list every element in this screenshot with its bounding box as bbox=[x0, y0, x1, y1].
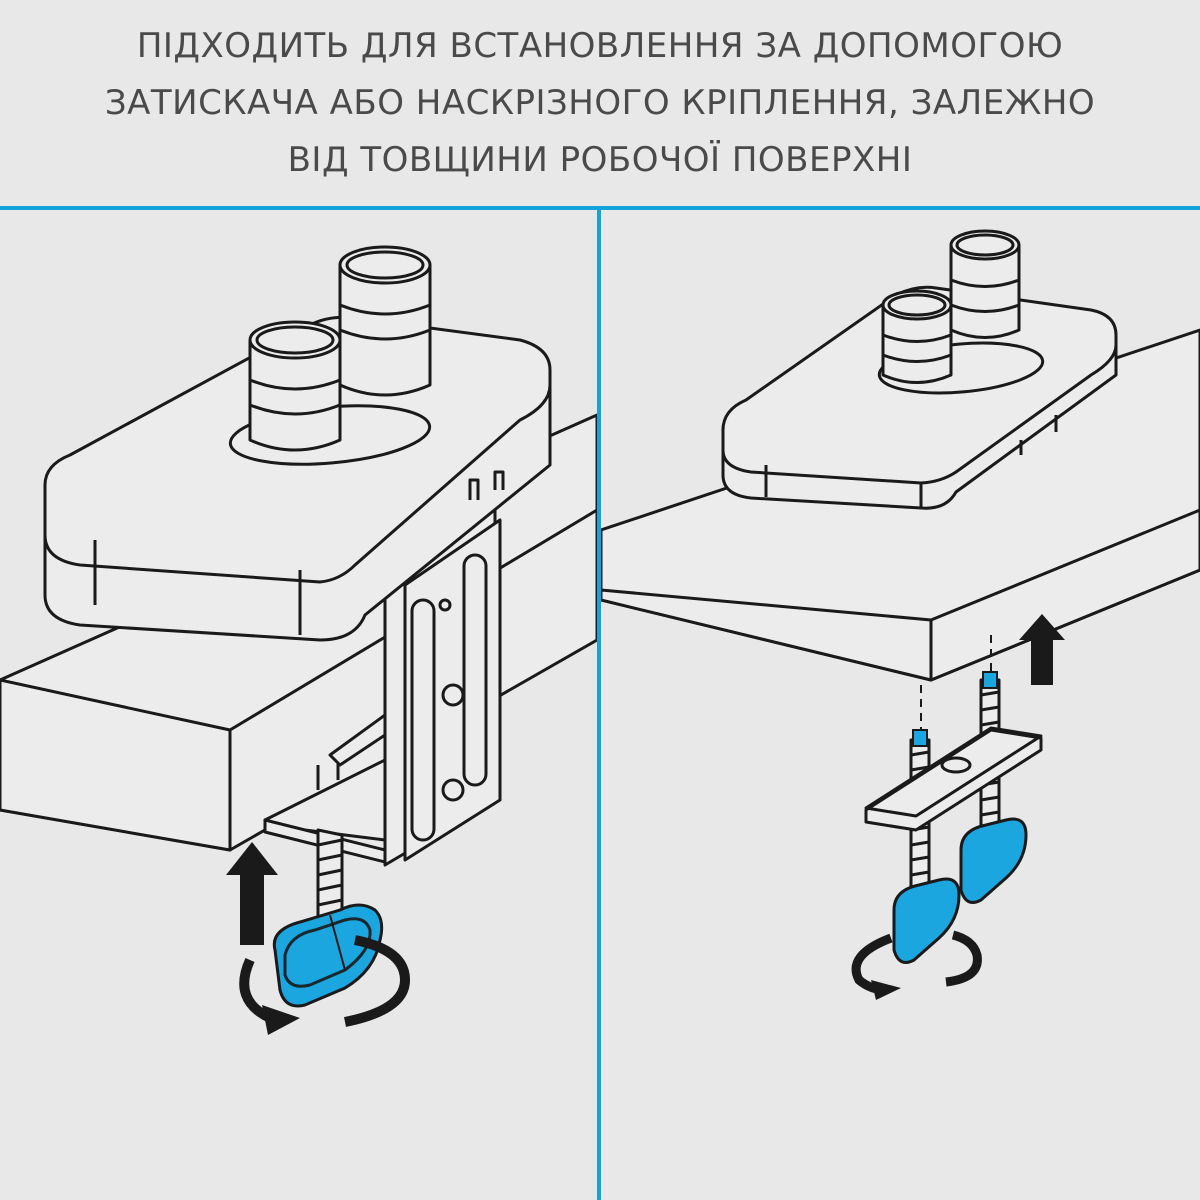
support-plate bbox=[864, 726, 1043, 832]
mount-columns bbox=[881, 229, 1021, 384]
rotate-arrow-head bbox=[871, 980, 901, 1000]
grommet-mount-panel bbox=[601, 210, 1200, 1200]
caption-line-2: ЗАТИСКАЧА АБО НАСКРІЗНОГО КРІПЛЕННЯ, ЗАЛ… bbox=[104, 82, 1096, 123]
rod-tip bbox=[982, 671, 998, 689]
clamp-mount-illustration bbox=[0, 245, 597, 1035]
header-caption: ПІДХОДИТЬ ДЛЯ ВСТАНОВЛЕННЯ ЗА ДОПОМОГОЮ … bbox=[0, 0, 1200, 206]
caption-line-3: ВІД ТОВЩИНИ РОБОЧОЇ ПОВЕРХНІ bbox=[287, 139, 913, 180]
thumb-knob bbox=[272, 903, 384, 1008]
rotate-arrow-icon bbox=[239, 935, 411, 1027]
caption-line-1: ПІДХОДИТЬ ДЛЯ ВСТАНОВЛЕННЯ ЗА ДОПОМОГОЮ bbox=[136, 25, 1064, 66]
grommet-mount-illustration bbox=[601, 229, 1200, 1000]
vertical-divider bbox=[597, 206, 601, 1200]
rotate-arrow-head bbox=[262, 1005, 300, 1035]
mount-columns bbox=[248, 245, 432, 452]
clamp-screw bbox=[316, 828, 344, 927]
up-arrow-icon bbox=[226, 842, 278, 945]
thumb-knob bbox=[892, 817, 1028, 964]
clamp-mount-panel bbox=[0, 210, 597, 1200]
alignment-guides bbox=[920, 635, 992, 735]
rod-tip bbox=[912, 729, 928, 747]
up-arrow-icon bbox=[1019, 614, 1065, 685]
mount-base-plate bbox=[721, 285, 1118, 510]
